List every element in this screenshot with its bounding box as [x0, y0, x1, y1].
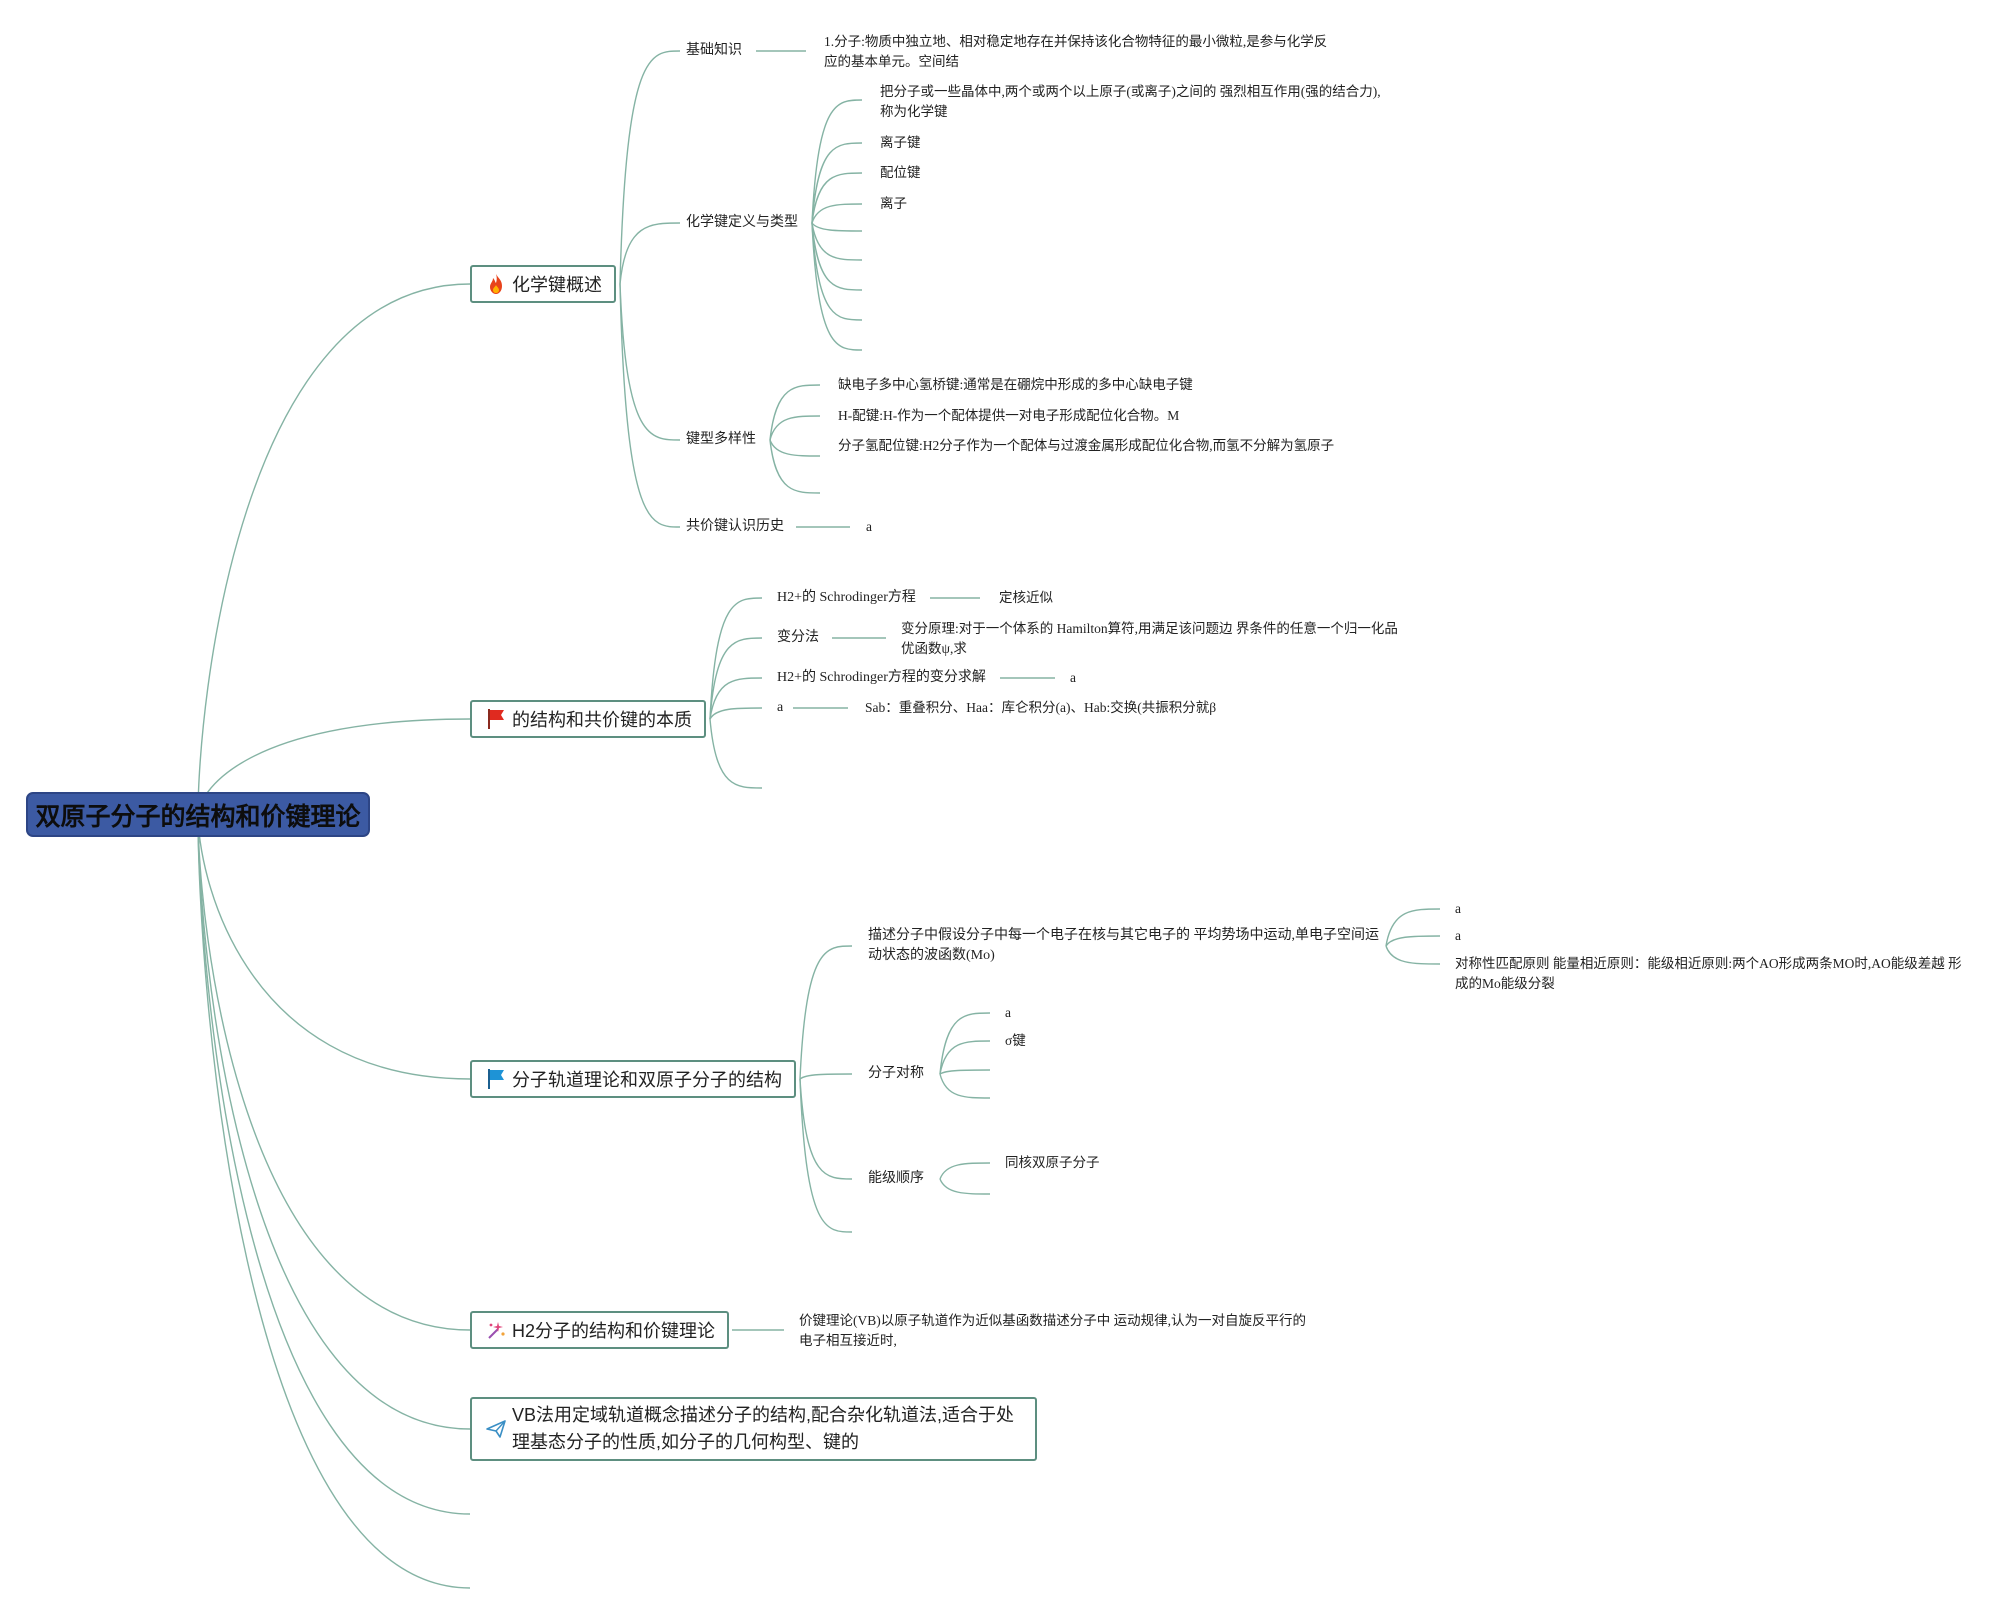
leaf-history-a[interactable]: a — [866, 519, 872, 534]
red-flag-icon — [486, 708, 506, 730]
sub-topic-a[interactable]: a — [777, 700, 784, 715]
leaf-molecule-definition[interactable]: 1.分子:物质中独立地、相对稳定地存在并保持该化合物特征的最小微粒,是参与化学反… — [824, 34, 1328, 69]
leaf-integrals[interactable]: Sab：重叠积分、Haa：库仑积分(a)、Hab:交换(共振积分就β — [865, 700, 1217, 715]
branch-node-chemical-bond-overview[interactable]: 化学键概述 — [470, 265, 616, 303]
branch-title: VB法用定域轨道概念描述分子的结构,配合杂化轨道法,适合于处理基态分子的性质,如… — [512, 1405, 1015, 1452]
sub-topic-basic-knowledge[interactable]: 基础知识 — [686, 43, 742, 58]
sub-topic-covalent-history[interactable]: 共价键认识历史 — [686, 519, 784, 534]
branch-title: 化学键概述 — [512, 275, 602, 295]
branch-title: H2分子的结构和价键理论 — [512, 1321, 716, 1341]
sub-topic-mo-wavefunction[interactable]: 描述分子中假设分子中每一个电子在核与其它电子的 平均势场中运动,单电子空间运动状… — [868, 928, 1379, 963]
paper-plane-icon — [486, 1418, 506, 1440]
leaf-mo-a-2[interactable]: a — [1455, 928, 1461, 943]
sub-topic-h2-schrodinger[interactable]: H2+的 Schrodinger方程 — [777, 590, 916, 605]
branch-node-vb-method-localized-orbital[interactable]: VB法用定域轨道概念描述分子的结构,配合杂化轨道法,适合于处理基态分子的性质,如… — [470, 1397, 1037, 1461]
leaf-h-coordinate-bond[interactable]: H-配键:H-作为一个配体提供一对电子形成配位化合物。M — [838, 408, 1180, 423]
leaf-symmetry-matching-rule[interactable]: 对称性匹配原则 能量相近原则：能级相近原则:两个AO形成两条MO时,AO能级差越… — [1455, 956, 1962, 991]
leaf-ion[interactable]: 离子 — [880, 196, 907, 211]
leaf-homonuclear-diatomic[interactable]: 同核双原子分子 — [1005, 1155, 1100, 1170]
blue-flag-icon — [486, 1068, 506, 1090]
branch-title: 分子轨道理论和双原子分子的结构 — [512, 1070, 782, 1090]
leaf-ionic-bond[interactable]: 离子键 — [880, 135, 921, 150]
branch-title: 的结构和共价键的本质 — [512, 710, 692, 730]
branch-node-molecular-orbital-theory[interactable]: 分子轨道理论和双原子分子的结构 — [470, 1060, 796, 1098]
leaf-electron-deficient-bond[interactable]: 缺电子多中心氢桥键:通常是在硼烷中形成的多中心缺电子键 — [838, 377, 1193, 392]
sub-topic-energy-order[interactable]: 能级顺序 — [868, 1171, 924, 1186]
leaf-symmetry-a[interactable]: a — [1005, 1005, 1011, 1020]
leaf-solution-a[interactable]: a — [1070, 670, 1076, 685]
leaf-fixed-nucleus-approx[interactable]: 定核近似 — [999, 590, 1053, 605]
branch-node-h2-valence-bond[interactable]: H2分子的结构和价键理论 — [470, 1311, 730, 1349]
sub-topic-molecular-symmetry[interactable]: 分子对称 — [868, 1066, 924, 1081]
sub-topic-variational-method[interactable]: 变分法 — [777, 630, 819, 645]
sub-topic-bond-diversity[interactable]: 键型多样性 — [686, 432, 756, 447]
leaf-chemical-bond-definition[interactable]: 把分子或一些晶体中,两个或两个以上原子(或离子)之间的 强烈相互作用(强的结合力… — [880, 84, 1381, 119]
leaf-mo-a-1[interactable]: a — [1455, 901, 1461, 916]
branch-node-h2-plus-structure[interactable]: 的结构和共价键的本质 — [470, 700, 706, 738]
sub-topic-bond-definition-types[interactable]: 化学键定义与类型 — [686, 215, 798, 230]
leaf-h2-coordinate-bond[interactable]: 分子氢配位键:H2分子作为一个配体与过渡金属形成配位化合物,而氢不分解为氢原子 — [838, 438, 1335, 453]
sparkle-icon — [486, 1319, 506, 1341]
leaf-vb-theory-description[interactable]: 价键理论(VB)以原子轨道作为近似基函数描述分子中 运动规律,认为一对自旋反平行… — [799, 1313, 1306, 1348]
sub-topic-variational-solution[interactable]: H2+的 Schrodinger方程的变分求解 — [777, 670, 986, 685]
leaf-sigma-bond[interactable]: σ键 — [1005, 1033, 1026, 1048]
root-title: 双原子分子的结构和价键理论 — [35, 802, 361, 831]
leaf-coordinate-bond[interactable]: 配位键 — [880, 165, 921, 180]
leaf-variational-principle[interactable]: 变分原理:对于一个体系的 Hamilton算符,用满足该问题边 界条件的任意一个… — [901, 621, 1398, 656]
root-node[interactable]: 双原子分子的结构和价键理论 — [26, 792, 370, 837]
fire-icon — [486, 273, 506, 295]
